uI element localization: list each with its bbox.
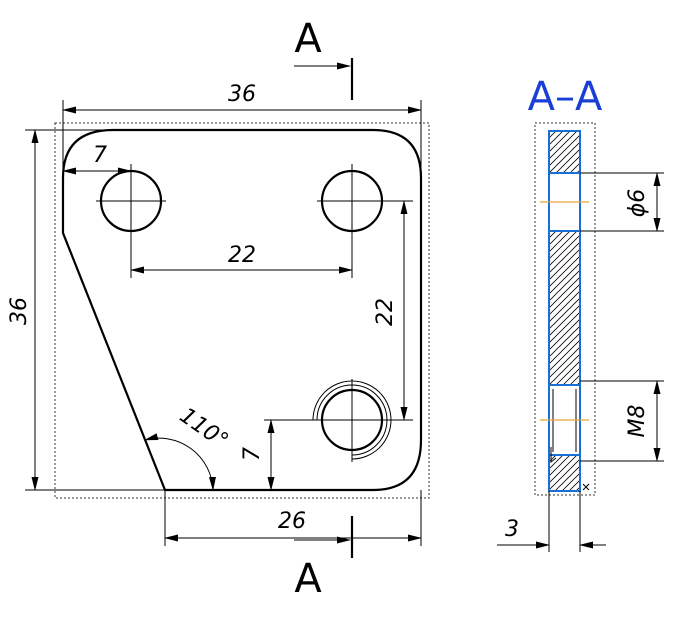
hatch-line xyxy=(549,134,580,167)
dim-hole-diameter: ϕ6 xyxy=(580,172,664,232)
hatch-line xyxy=(549,515,580,546)
hatch-line xyxy=(549,339,580,372)
hatch-line xyxy=(549,455,550,456)
section-view: A–A ϕ6 M8 xyxy=(497,74,664,553)
section-title: A–A xyxy=(528,74,603,120)
hatch-line xyxy=(562,367,580,385)
dim-hole-offset-left: 7 xyxy=(62,143,132,175)
hatch-line xyxy=(549,508,580,539)
hatch-line xyxy=(549,389,580,420)
hatch-line xyxy=(568,479,580,491)
hatch-line xyxy=(561,472,580,491)
hatch-line xyxy=(549,177,580,208)
hatch-line xyxy=(549,131,564,146)
section-bounding-box xyxy=(534,122,596,496)
section-marker-top: A xyxy=(294,16,354,100)
hatch-line xyxy=(549,458,580,491)
dim-hole-spacing-vertical: 22 xyxy=(373,200,413,421)
hatch-line xyxy=(549,318,580,351)
hatch-middle xyxy=(549,231,580,441)
section-letter-bottom: A xyxy=(294,556,322,602)
dim-text-bottom-edge: 26 xyxy=(278,509,306,534)
hatch-line xyxy=(549,501,580,532)
hatch-line xyxy=(549,403,580,434)
hatch-line xyxy=(549,191,580,222)
dim-overall-width: 36 xyxy=(62,82,422,178)
hatch-line xyxy=(549,131,571,153)
hatch-line xyxy=(549,231,571,253)
dim-text-overall-height: 36 xyxy=(7,297,32,325)
dim-text-hole-diameter: ϕ6 xyxy=(625,189,650,218)
hatch-top xyxy=(549,131,580,229)
hatch-line xyxy=(549,396,580,427)
hatch-line xyxy=(549,198,580,229)
section-marker-bottom: A xyxy=(294,516,354,602)
hatch-line xyxy=(549,269,580,302)
hatch-line xyxy=(549,494,580,525)
plate-outline xyxy=(61,128,423,492)
section-outline xyxy=(548,130,581,492)
hatch-line xyxy=(549,290,580,323)
hatch-line xyxy=(569,162,580,173)
hatch-line xyxy=(549,231,564,246)
hatch-line xyxy=(562,155,580,173)
hatch-line xyxy=(549,311,580,344)
hatch-line xyxy=(549,297,580,330)
hatch-line xyxy=(555,148,580,173)
hatch-line xyxy=(549,184,580,215)
dim-text-hole-spacing-vertical: 22 xyxy=(373,298,398,326)
hatch-line xyxy=(549,455,571,477)
bounding-box xyxy=(54,122,430,499)
hatch-line xyxy=(549,255,580,288)
hatch-line xyxy=(549,234,580,267)
hatch-line xyxy=(554,465,580,491)
section-letter-top: A xyxy=(294,16,322,62)
hatch-line xyxy=(555,360,580,385)
hatch-line xyxy=(569,374,580,385)
hatch-bottom xyxy=(549,455,580,553)
hatch-line xyxy=(549,231,578,260)
dim-overall-height: 36 xyxy=(7,129,165,491)
hatch-line xyxy=(549,332,580,365)
hatch-line xyxy=(549,283,580,316)
hatch-line xyxy=(549,325,580,358)
dim-bottom-edge: 26 xyxy=(164,490,422,546)
hatch-line xyxy=(549,455,564,470)
hatch-line xyxy=(549,304,580,337)
dim-corner-angle: 110° xyxy=(144,403,233,491)
dim-thickness: 3 xyxy=(497,491,606,552)
hatch-line xyxy=(549,353,580,385)
dim-text-hole-offset-bottom: 7 xyxy=(240,447,265,461)
dim-text-overall-width: 36 xyxy=(228,82,256,107)
front-view: 36 36 7 22 22 xyxy=(7,16,430,602)
dim-text-thread: M8 xyxy=(625,405,650,438)
hatch-line xyxy=(549,241,580,274)
hatch-line xyxy=(549,131,578,160)
hatch-line xyxy=(549,231,557,239)
hatch-line xyxy=(549,346,580,379)
dim-thread: M8 xyxy=(580,380,664,462)
hatch-line xyxy=(549,522,580,553)
hatch-line xyxy=(549,410,580,441)
dim-text-thickness: 3 xyxy=(505,517,519,542)
hatch-line xyxy=(549,231,550,232)
dim-hole-spacing-horizontal: 22 xyxy=(130,238,353,278)
hatch-line xyxy=(576,381,580,385)
hatch-line xyxy=(576,169,580,173)
hatch-line xyxy=(549,262,580,295)
threaded-hole-bottom-right xyxy=(312,379,392,462)
dim-text-hole-spacing-horizontal: 22 xyxy=(228,243,256,268)
hole-top-left xyxy=(96,164,166,238)
dim-hole-offset-bottom: 7 xyxy=(240,419,312,491)
dim-text-corner-angle: 110° xyxy=(175,403,233,454)
hatch-line xyxy=(549,248,580,281)
hatch-line xyxy=(549,131,557,139)
hole-top-right xyxy=(317,164,387,238)
hatch-line xyxy=(549,276,580,309)
hatch-line xyxy=(549,455,578,484)
hatch-line xyxy=(549,141,580,173)
hatch-line xyxy=(549,455,557,463)
dim-text-hole-offset-left: 7 xyxy=(93,143,107,168)
